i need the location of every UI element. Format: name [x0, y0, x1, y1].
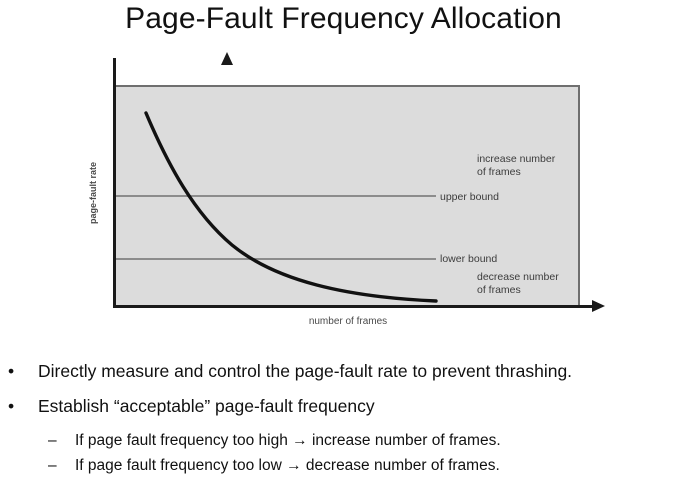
bullet-text: Directly measure and control the page-fa…	[38, 361, 573, 381]
y-axis-label: page-fault rate	[88, 162, 98, 225]
bullet-list: • Directly measure and control the page-…	[0, 362, 687, 482]
subbullet-marker: –	[48, 432, 57, 449]
annotation-lower-bound: lower bound	[440, 253, 498, 265]
list-item: • Establish “acceptable” page-fault freq…	[0, 397, 687, 415]
subbullet-text: If page fault frequency too low → decrea…	[75, 457, 500, 474]
subbullet-text: If page fault frequency too high → incre…	[75, 432, 501, 449]
bullet-text: Establish “acceptable” page-fault freque…	[38, 396, 375, 416]
page-title: Page-Fault Frequency Allocation	[125, 2, 562, 35]
y-axis-arrow-icon	[221, 52, 233, 65]
x-axis-line	[113, 305, 594, 308]
page-fault-frequency-chart: page-fault rate number of frames increas…	[0, 52, 687, 345]
lower-bound-line	[116, 258, 436, 260]
list-item: – If page fault frequency too high → inc…	[0, 432, 687, 449]
list-item: – If page fault frequency too low → decr…	[0, 457, 687, 474]
list-item: • Directly measure and control the page-…	[0, 362, 687, 380]
bullet-marker: •	[8, 361, 15, 381]
annotation-upper-bound: upper bound	[440, 191, 499, 203]
annotation-increase-frames: increase number of frames	[477, 153, 556, 178]
x-axis-arrow-icon	[592, 300, 605, 312]
bullet-marker: •	[8, 396, 15, 416]
annotation-decrease-frames: decrease number of frames	[477, 271, 559, 296]
page-fault-rate-curve	[144, 111, 438, 303]
upper-bound-line	[116, 195, 436, 197]
subbullet-marker: –	[48, 457, 57, 474]
y-axis-line	[113, 52, 233, 308]
x-axis-label: number of frames	[308, 316, 388, 327]
